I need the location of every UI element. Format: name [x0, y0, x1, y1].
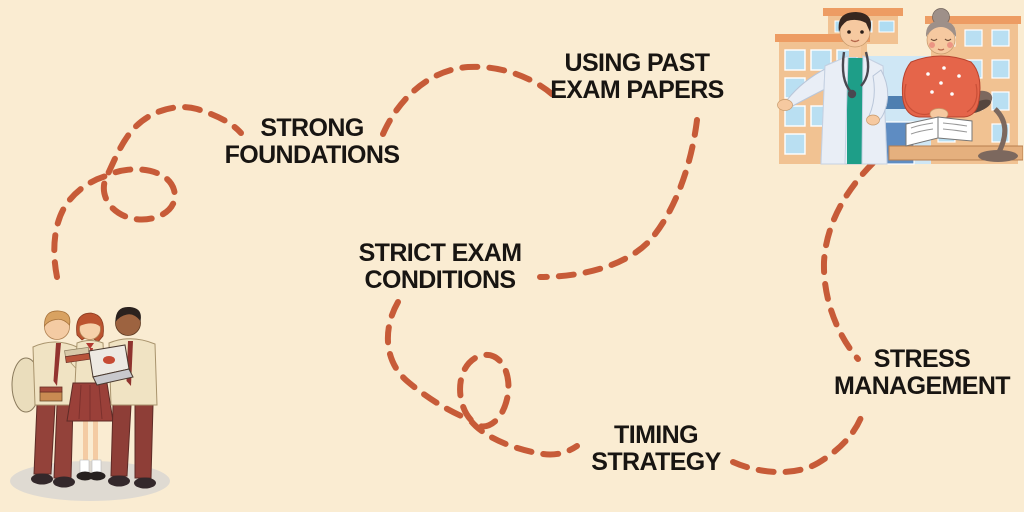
step-label-timing-strategy: TIMING STRATEGY	[591, 421, 721, 476]
step-line: TIMING	[614, 421, 698, 449]
step-line: STRICT EXAM	[358, 239, 522, 267]
step-label-stress-management: STRESS MANAGEMENT	[834, 345, 1011, 400]
open-book	[905, 116, 973, 147]
student-boy-blond	[11, 310, 95, 488]
clinic-illustration	[775, 8, 1023, 165]
path-past-papers-to-strict-exam	[537, 117, 700, 280]
path-stress-to-clinic	[820, 160, 876, 362]
path-timing-to-stress	[730, 406, 867, 476]
step-line: STRESS	[873, 345, 971, 373]
step-label-using-past-exam-papers: USING PAST EXAM PAPERS	[550, 50, 724, 104]
path-start-to-strong-foundations	[51, 104, 244, 280]
step-line: FOUNDATIONS	[224, 141, 400, 169]
step-line: EXAM PAPERS	[550, 76, 724, 104]
step-line: MANAGEMENT	[834, 372, 1011, 400]
students-illustration	[10, 306, 170, 501]
step-line: USING PAST	[564, 49, 711, 77]
doctor-figure	[777, 12, 889, 165]
path-strict-exam-to-timing	[384, 299, 580, 458]
step-line: STRONG	[260, 114, 364, 142]
reader-figure	[901, 8, 981, 147]
step-line: STRATEGY	[591, 448, 721, 476]
step-line: CONDITIONS	[364, 266, 517, 294]
step-label-strict-exam-conditions: STRICT EXAM CONDITIONS	[359, 240, 522, 294]
path-strong-to-past-papers	[380, 63, 556, 137]
laptop	[88, 344, 134, 386]
step-label-strong-foundations: STRONG FOUNDATIONS	[225, 115, 400, 169]
